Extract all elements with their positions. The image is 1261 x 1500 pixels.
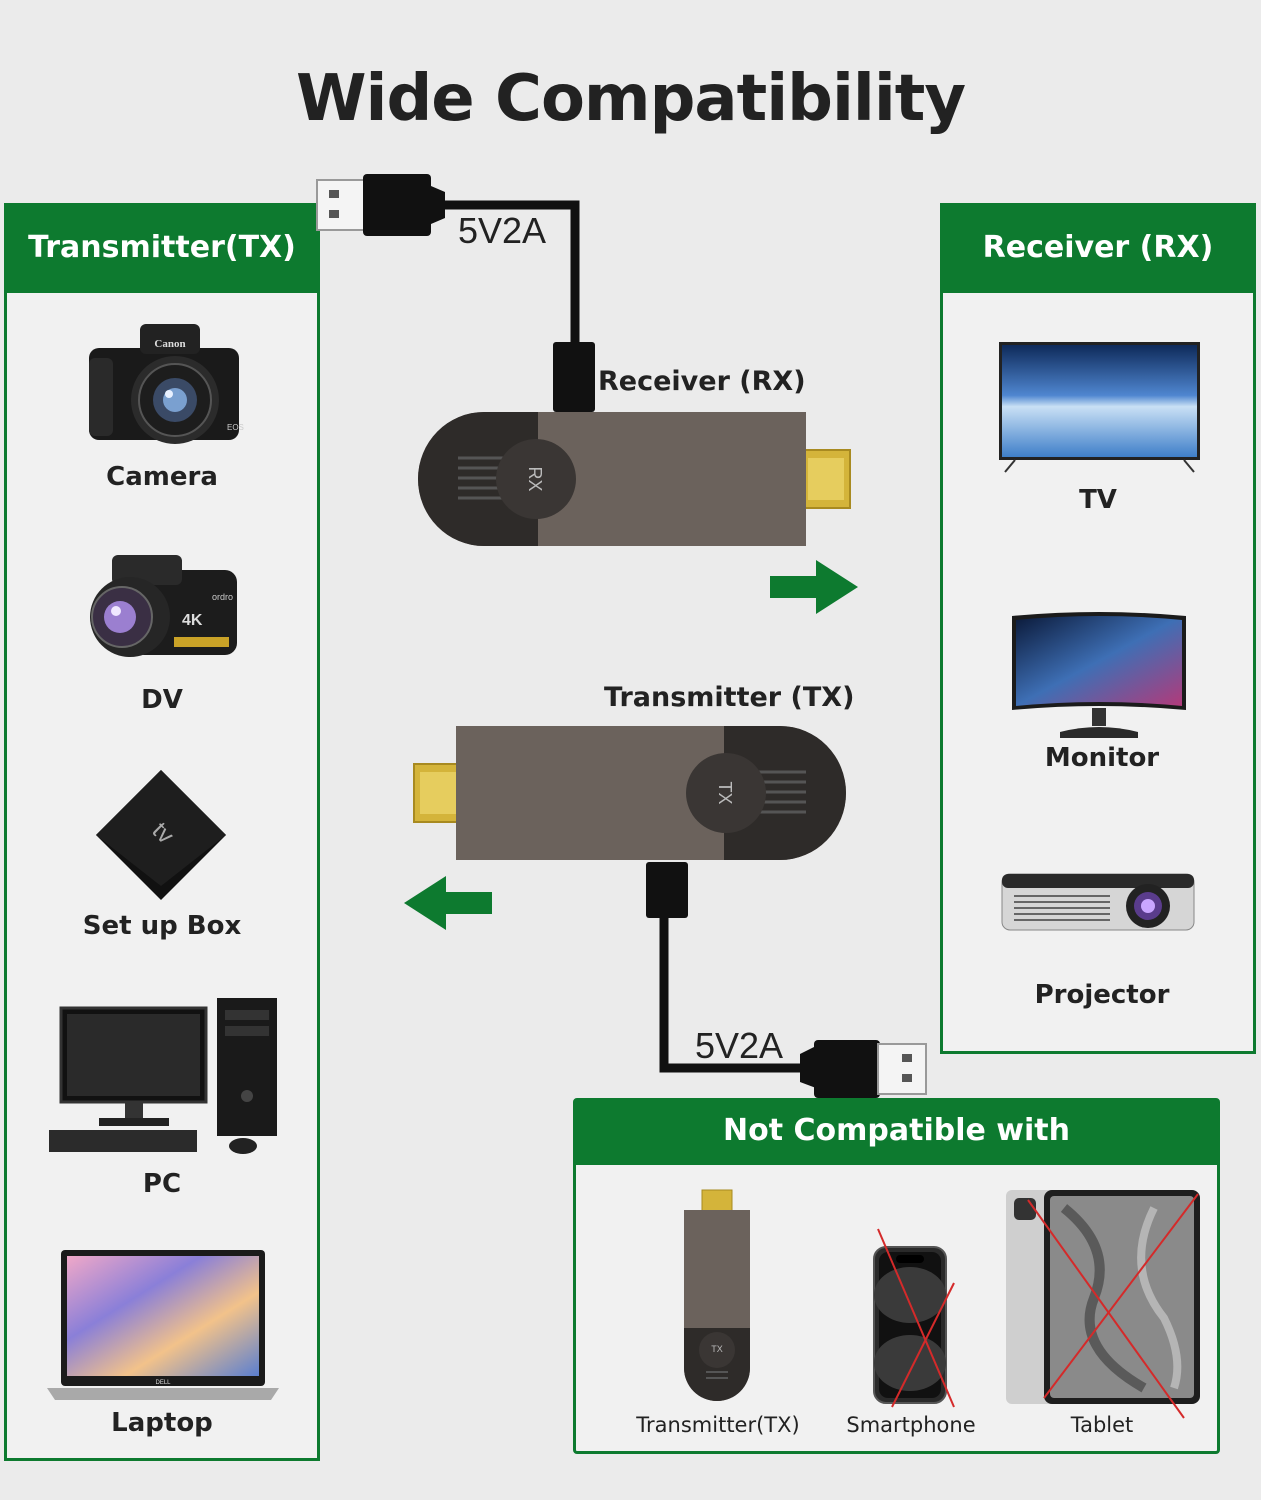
page-title: Wide Compatibility [295,62,966,136]
tx-cable-voltage-label: 5V2A [695,1025,784,1066]
rx-badge: RX [525,466,545,491]
device-label-camera: Camera [106,462,218,492]
device-label-tv: TV [1079,485,1117,515]
laptop-icon: DELL [47,1250,279,1400]
smartphone-icon [873,1228,955,1408]
desktop-pc-icon [49,998,277,1154]
not-compatible-heading: Not Compatible with [576,1101,1217,1165]
arrow-left-icon [404,876,492,930]
transmitter-dongle-small-icon: TX [684,1189,750,1401]
tx-usb-cable [646,862,927,1098]
arrow-right-icon [770,560,858,614]
set-top-box-icon: tv [96,770,226,900]
svg-text:4K: 4K [182,612,203,629]
not-compatible-label-transmitter: Transmitter(TX) [636,1413,800,1437]
monitor-icon [1012,612,1186,738]
transmitter-panel-heading: Transmitter(TX) [7,206,317,293]
tx-badge: TX [715,781,735,804]
device-label-dv: DV [141,685,183,715]
not-compatible-label-tablet: Tablet [1070,1413,1134,1437]
tx-device-label: Transmitter (TX) [604,682,855,713]
svg-text:Canon: Canon [154,338,185,350]
svg-text:DELL: DELL [155,1380,171,1386]
receiver-dongle-icon: RX [418,412,851,546]
device-label-pc: PC [142,1169,182,1199]
device-label-laptop: Laptop [111,1408,213,1438]
not-compatible-label-smartphone: Smartphone [846,1413,976,1437]
camera-icon: Canon EOS [89,324,244,444]
rx-usb-cable [316,174,595,412]
small-tx-badge: TX [711,1344,723,1354]
svg-text:EOS: EOS [227,423,244,432]
tablet-icon [1006,1190,1200,1419]
receiver-panel-heading: Receiver (RX) [943,206,1253,293]
device-label-projector: Projector [1034,980,1170,1010]
tv-icon [999,342,1200,473]
svg-text:ordro: ordro [212,592,233,602]
camcorder-icon: 4K ordro [90,555,237,657]
transmitter-dongle-icon: TX [413,726,846,860]
rx-cable-voltage-label: 5V2A [458,210,547,251]
device-label-set-top-box: Set up Box [82,911,242,941]
rx-device-label: Receiver (RX) [598,366,806,397]
device-label-monitor: Monitor [1044,743,1160,773]
projector-icon [1001,873,1195,931]
